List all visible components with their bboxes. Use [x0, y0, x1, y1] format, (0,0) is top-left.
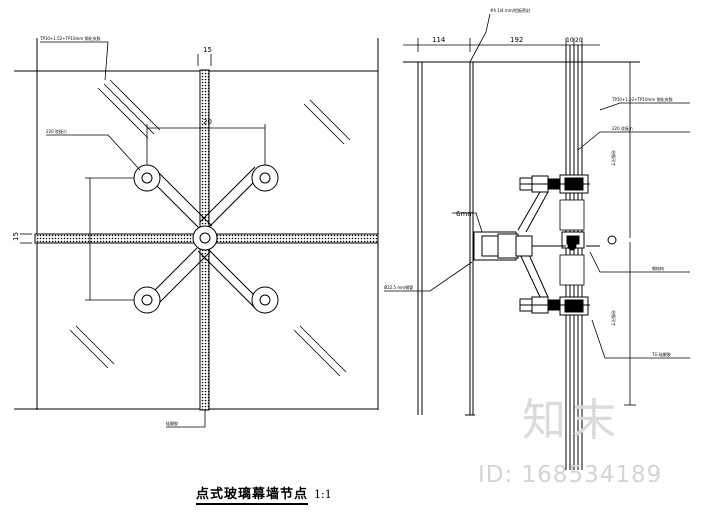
dim-text-192: 192	[510, 36, 523, 44]
hub-bracket	[473, 231, 617, 261]
dim-text-20: 20	[203, 118, 212, 126]
svg-text:TP10+1.52+TP10mm 钢化夹胶: TP10+1.52+TP10mm 钢化夹胶	[611, 96, 673, 102]
dim-text-10: 10	[566, 37, 574, 44]
drawing-scale: 1:1	[314, 488, 332, 501]
drawing-title: 点式玻璃幕墙节点	[196, 483, 309, 505]
svg-text:Ø22.5 mm钢管: Ø22.5 mm钢管	[384, 284, 413, 290]
watermark-logo: 知末	[522, 395, 622, 446]
section-vertical-labels: 分格尺寸 分格尺寸	[611, 150, 617, 326]
svg-text:分格尺寸: 分格尺寸	[611, 310, 617, 326]
section-leaders	[384, 13, 690, 359]
glass-reflection-marks	[69, 79, 351, 377]
section-labels: #4 1/4 mm/铝板密封 TP10+1.52+TP10mm 钢化夹胶 220…	[384, 7, 673, 357]
svg-text:分格尺寸: 分格尺寸	[611, 150, 617, 166]
svg-text:220 驳接爪: 220 驳接爪	[46, 128, 67, 134]
svg-text:TG 硅酮胶: TG 硅酮胶	[651, 351, 671, 357]
front-elevation	[14, 38, 379, 428]
dim-text-114: 114	[432, 36, 446, 44]
drawing-title-block: 点式玻璃幕墙节点 1:1	[196, 483, 332, 505]
svg-text:TP10+1.52+TP10mm 钢化夹胶: TP10+1.52+TP10mm 钢化夹胶	[39, 35, 101, 41]
dim-text-15-left: 15	[12, 232, 20, 241]
svg-text:硅酮胶: 硅酮胶	[166, 420, 178, 426]
lower-bolt-assembly	[519, 296, 590, 314]
section-dimension-lines	[403, 38, 636, 406]
spider-hub	[192, 225, 218, 251]
front-labels: TP10+1.52+TP10mm 钢化夹胶 220 驳接爪 硅酮胶	[39, 35, 178, 426]
routel-bolts	[133, 164, 279, 314]
svg-text:220 驳接爪: 220 驳接爪	[612, 125, 633, 131]
front-dimension-lines	[20, 54, 266, 301]
svg-text:钢结构: 钢结构	[652, 265, 664, 271]
front-leaders	[40, 41, 206, 428]
section-detail	[384, 13, 690, 470]
dim-text-20-right: 20	[575, 37, 583, 44]
upper-bolt-assembly	[519, 175, 590, 193]
dim-text-15: 15	[203, 46, 212, 54]
watermark-id: ID: 168534189	[478, 462, 663, 488]
svg-text:#4 1/4 mm/铝板密封: #4 1/4 mm/铝板密封	[490, 7, 530, 13]
gap-label: 6mm	[456, 210, 474, 218]
